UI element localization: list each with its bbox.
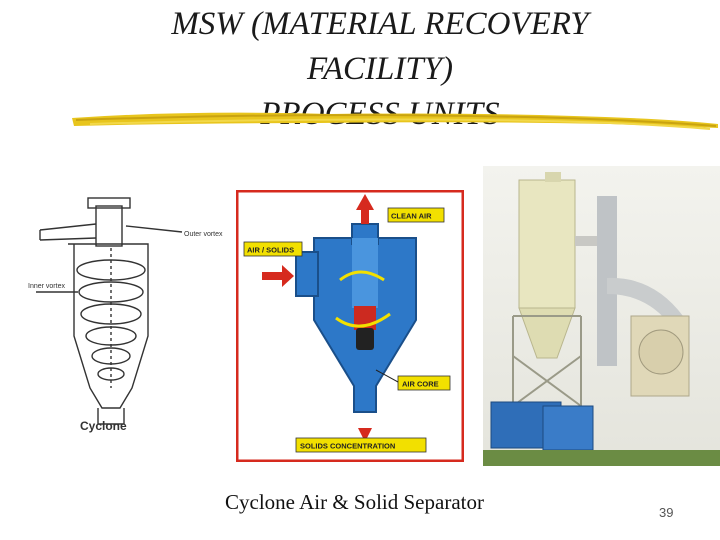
cyclone-label: Cyclone: [80, 419, 127, 433]
air-core-label: AIR CORE: [402, 380, 439, 389]
figure-caption: Cyclone Air & Solid Separator: [225, 490, 484, 514]
solids-concentration-label: SOLIDS CONCENTRATION: [300, 442, 395, 451]
page-number: 39: [659, 505, 674, 520]
title-line-2: FACILITY): [306, 51, 454, 87]
air-solids-label: AIR / SOLIDS: [247, 246, 294, 255]
clean-air-label: CLEAN AIR: [391, 212, 432, 221]
inner-vortex-label: Inner vortex: [28, 283, 65, 290]
title-underline: [72, 112, 718, 130]
cyclone-photo: [483, 166, 720, 466]
title-line-1: MSW (MATERIAL RECOVERY: [171, 6, 589, 42]
outer-vortex-label: Outer vortex: [184, 231, 223, 238]
cyclone-color-diagram: CLEAN AIR AIR / SOLIDS AIR CORE SOLIDS C…: [236, 190, 464, 462]
cyclone-line-diagram: Outer vortex Inner vortex Cyclone: [28, 197, 223, 433]
